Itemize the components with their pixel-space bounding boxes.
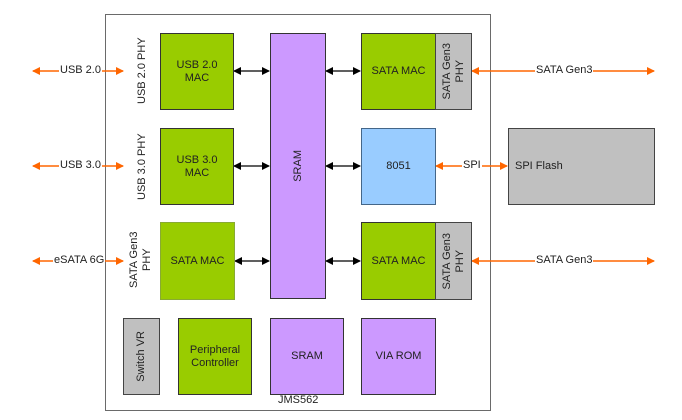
sata-top-port-label: SATA Gen3 (535, 64, 594, 77)
sram-small-block: SRAM (270, 318, 344, 395)
usb2-mac-block: USB 2.0 MAC (160, 33, 234, 110)
usb2-phy-label: USB 2.0 PHY (136, 37, 148, 104)
cpu-8051-block: 8051 (361, 128, 436, 205)
sram-main-label: SRAM (291, 150, 304, 182)
sata-mac-bottom-block: SATA MAC (361, 222, 436, 300)
via-rom-block: VIA ROM (361, 318, 436, 395)
sram-main-block: SRAM (270, 33, 326, 299)
switch-vr-label: Switch VR (135, 331, 147, 382)
sata-mac-top-block: SATA MAC (361, 33, 436, 110)
sata-bottom-phy-label: SATA Gen3 PHY (441, 233, 467, 289)
peripheral-line2: Controller (191, 356, 239, 369)
usb3-mac-block: USB 3.0 MAC (160, 128, 234, 205)
spi-flash-block: SPI Flash (508, 128, 655, 205)
sata-bottom-phy-line2: PHY (453, 249, 466, 273)
usb2-port-label: USB 2.0 (59, 64, 102, 77)
sata-top-phy-block: SATA Gen3 PHY (435, 33, 472, 110)
sata-top-phy-line2: PHY (453, 60, 466, 83)
peripheral-line1: Peripheral (189, 343, 241, 356)
usb3-mac-line2: MAC (184, 166, 210, 179)
switch-vr-block: Switch VR (123, 318, 160, 395)
sata-bottom-port-label: SATA Gen3 (535, 254, 594, 267)
sata-top-phy-label: SATA Gen3 PHY (441, 43, 467, 99)
spi-label: SPI (462, 159, 482, 172)
usb3-mac-line1: USB 3.0 (176, 153, 218, 166)
sata-bottom-phy-line1: SATA Gen3 (440, 232, 453, 290)
sata-mac-left-block: SATA MAC (160, 222, 235, 300)
chip-name-label: JMS562 (278, 394, 319, 406)
usb2-mac-line1: USB 2.0 (176, 58, 218, 71)
esata-phy-label: SATA Gen3 PHY (128, 224, 154, 296)
sata-bottom-phy-block: SATA Gen3 PHY (435, 222, 472, 300)
esata-port-label: eSATA 6G (53, 254, 106, 267)
usb2-mac-line2: MAC (184, 71, 210, 84)
esata-phy-line2: PHY (141, 248, 153, 272)
sata-top-phy-line1: SATA Gen3 (440, 43, 453, 100)
usb3-port-label: USB 3.0 (59, 159, 102, 172)
esata-phy-line1: SATA Gen3 (128, 231, 140, 289)
usb3-phy-label: USB 3.0 PHY (136, 133, 148, 200)
peripheral-controller-block: Peripheral Controller (178, 318, 252, 395)
